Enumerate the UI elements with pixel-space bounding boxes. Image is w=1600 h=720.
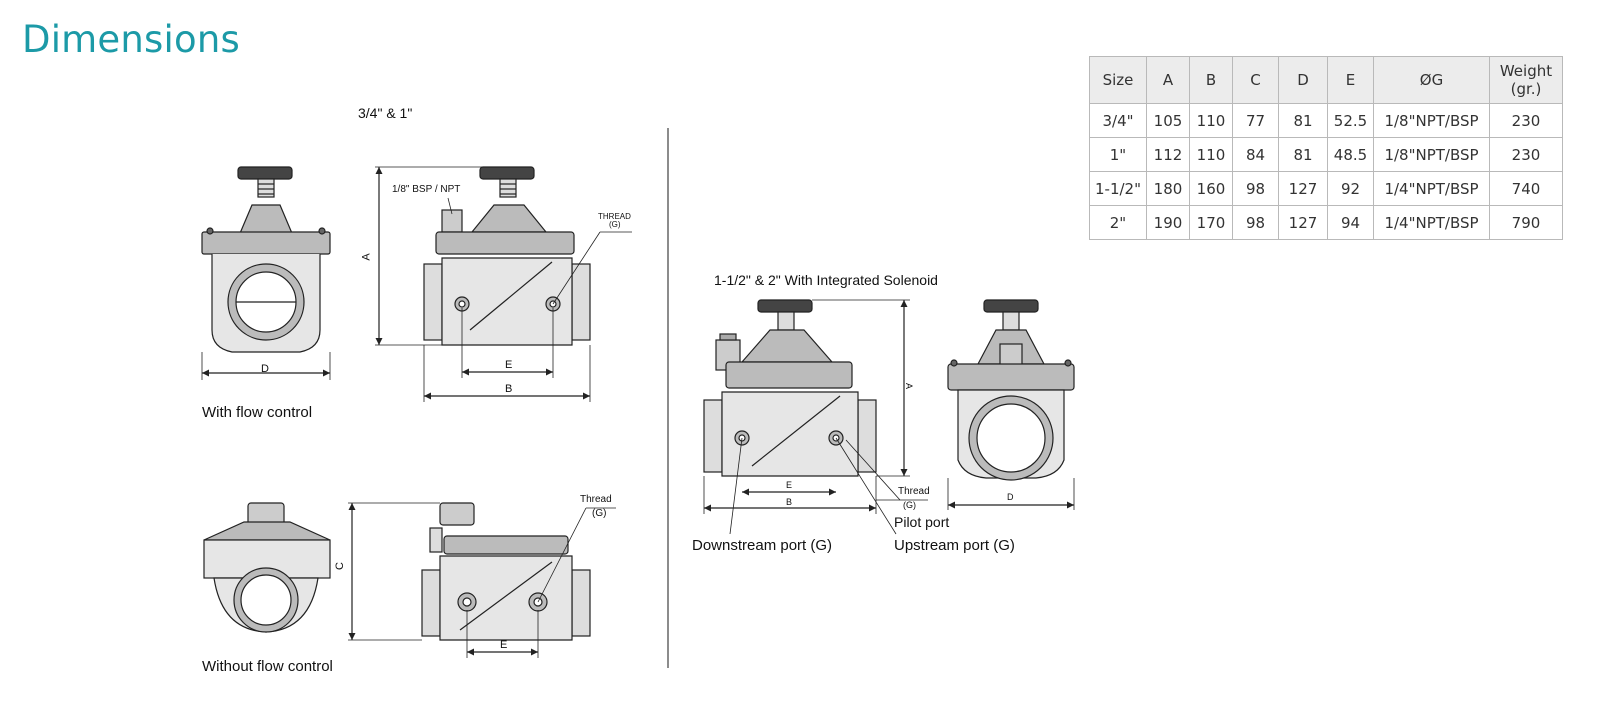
dimensions-table: Size A B C D E ØG Weight (gr.) 3/4" 105 … (1089, 56, 1563, 240)
cell-weight: 740 (1489, 171, 1563, 206)
upstream-port-label: Upstream port (G) (894, 537, 1015, 554)
pilot-port-label: Pilot port (894, 514, 950, 530)
cell-d: 127 (1278, 171, 1328, 206)
large-valve-heading: 1-1/2" & 2" With Integrated Solenoid (714, 272, 938, 288)
cell-size: 1" (1089, 137, 1147, 172)
header-e: E (1327, 56, 1374, 104)
small-valve-heading: 3/4" & 1" (358, 105, 413, 121)
thread-g-label-upper: (G) (609, 220, 621, 229)
cell-d: 81 (1278, 137, 1328, 172)
small-dim-e-label-lower: E (500, 639, 508, 651)
thread-label-lower: Thread (580, 494, 612, 505)
cell-weight: 790 (1489, 205, 1563, 240)
small-front-view-without-flow-control (203, 502, 331, 633)
port-size-label: 1/8" BSP / NPT (392, 184, 461, 195)
small-front-view-with-flow-control (201, 166, 331, 380)
large-thread-label: Thread (898, 486, 930, 497)
large-dim-e-label: E (786, 480, 793, 490)
cell-g: 1/4"NPT/BSP (1373, 171, 1490, 206)
cell-a: 180 (1146, 171, 1190, 206)
cell-e: 48.5 (1327, 137, 1374, 172)
small-side-view-without-flow-control (348, 502, 616, 658)
table-row: 1-1/2" 180 160 98 127 92 1/4"NPT/BSP 740 (1089, 171, 1563, 206)
thread-label-upper: THREAD (598, 212, 631, 221)
cell-a: 112 (1146, 137, 1190, 172)
header-a: A (1146, 56, 1190, 104)
small-side-view-with-flow-control (375, 166, 632, 402)
cell-b: 110 (1189, 137, 1233, 172)
cell-a: 190 (1146, 205, 1190, 240)
cell-c: 84 (1232, 137, 1279, 172)
header-d: D (1278, 56, 1328, 104)
large-dim-b-label: B (786, 497, 793, 507)
cell-d: 127 (1278, 205, 1328, 240)
small-dim-b-label: B (505, 383, 513, 395)
header-weight: Weight (gr.) (1489, 56, 1563, 104)
cell-d: 81 (1278, 103, 1328, 138)
without-flow-control-caption: Without flow control (202, 658, 333, 675)
cell-e: 92 (1327, 171, 1374, 206)
large-dim-a-label: A (904, 382, 915, 390)
cell-c: 98 (1232, 205, 1279, 240)
large-thread-g-label: (G) (903, 500, 916, 510)
cell-c: 77 (1232, 103, 1279, 138)
cell-b: 160 (1189, 171, 1233, 206)
cell-g: 1/8"NPT/BSP (1373, 103, 1490, 138)
large-front-view (947, 299, 1075, 510)
large-dim-d-label: D (1007, 492, 1014, 502)
cell-size: 2" (1089, 205, 1147, 240)
cell-g: 1/4"NPT/BSP (1373, 205, 1490, 240)
cell-size: 1-1/2" (1089, 171, 1147, 206)
with-flow-control-caption: With flow control (202, 404, 313, 421)
cell-b: 110 (1189, 103, 1233, 138)
header-g: ØG (1373, 56, 1490, 104)
table-row: 1" 112 110 84 81 48.5 1/8"NPT/BSP 230 (1089, 137, 1563, 172)
small-dim-d-label: D (261, 363, 269, 375)
thread-g-label-lower: (G) (592, 508, 607, 519)
header-c: C (1232, 56, 1279, 104)
cell-a: 105 (1146, 103, 1190, 138)
cell-e: 94 (1327, 205, 1374, 240)
downstream-port-label: Downstream port (G) (692, 537, 833, 554)
page-title: Dimensions (22, 18, 240, 61)
cell-g: 1/8"NPT/BSP (1373, 137, 1490, 172)
small-dim-a-label: A (360, 253, 373, 261)
table-row: 3/4" 105 110 77 81 52.5 1/8"NPT/BSP 230 (1089, 103, 1563, 138)
small-dim-e-label: E (505, 359, 513, 371)
header-b: B (1189, 56, 1233, 104)
cell-e: 52.5 (1327, 103, 1374, 138)
cell-weight: 230 (1489, 137, 1563, 172)
cell-c: 98 (1232, 171, 1279, 206)
cell-b: 170 (1189, 205, 1233, 240)
header-size: Size (1089, 56, 1147, 104)
cell-weight: 230 (1489, 103, 1563, 138)
small-dim-c-label: C (333, 562, 346, 570)
table-row: 2" 190 170 98 127 94 1/4"NPT/BSP 790 (1089, 205, 1563, 240)
large-side-view-with-solenoid (703, 299, 928, 535)
table-header-row: Size A B C D E ØG Weight (gr.) (1089, 56, 1563, 104)
cell-size: 3/4" (1089, 103, 1147, 138)
